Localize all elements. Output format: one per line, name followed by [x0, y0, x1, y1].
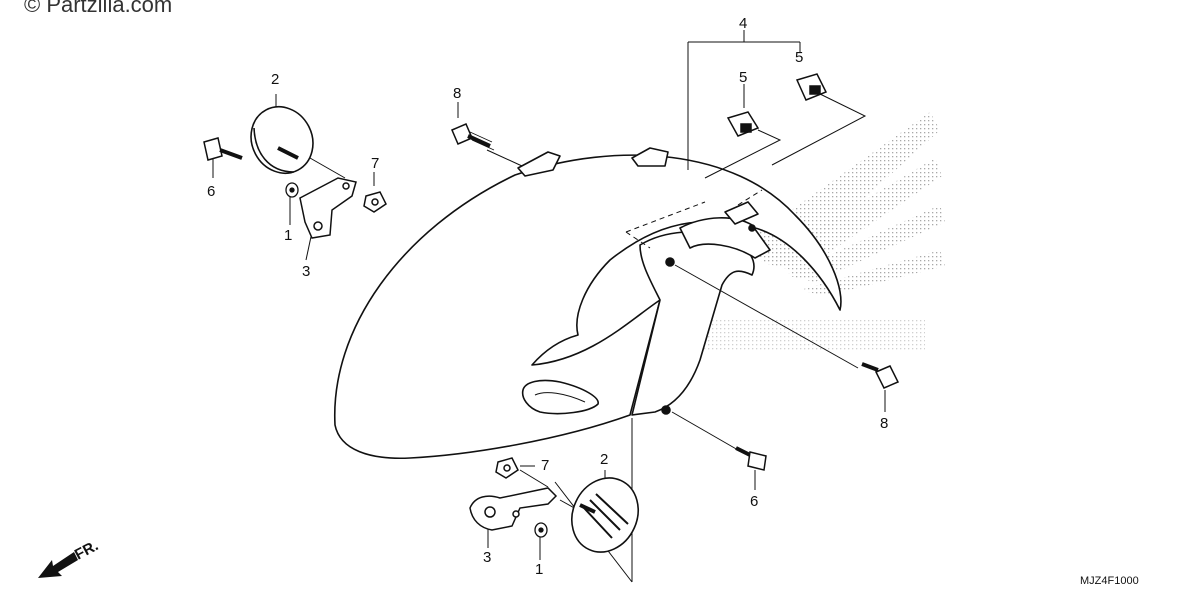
reflector-part-2-right: [571, 477, 639, 553]
callout-2-left: 2: [271, 71, 279, 88]
callout-1-right: 1: [535, 561, 543, 578]
washer-part-1-right: [534, 522, 548, 538]
drawing-code: MJZ4F1000: [1080, 575, 1139, 587]
callout-8-right: 8: [880, 415, 888, 432]
bolt-part-8-right: [861, 362, 900, 389]
bolt-part-6-right: [735, 446, 767, 471]
callout-1-left: 1: [284, 227, 292, 244]
callout-2-right: 2: [600, 451, 608, 468]
clip-nut-part-5-left: [726, 111, 760, 137]
bracket-part-3-right: [469, 487, 558, 531]
callout-numbers: 4 5 5 8 8 6 2 6 7 1 3 7 2 3 1: [207, 15, 888, 578]
bracket-part-3-left: [299, 177, 357, 239]
nut-part-7-left: [363, 191, 387, 213]
washer-part-1-left: [285, 182, 299, 198]
callout-4: 4: [739, 15, 747, 32]
front-fender: [334, 147, 842, 460]
callout-bracket-4: [687, 30, 801, 170]
bolt-part-8-top: [451, 123, 495, 151]
front-direction-arrow-icon: [38, 552, 78, 578]
callout-8-top: 8: [453, 85, 461, 102]
reflector-part-2-left: [250, 106, 314, 174]
copyright-text: © Partzilla.com: [24, 0, 173, 17]
callout-5-left: 5: [739, 69, 747, 86]
callout-5-right: 5: [795, 49, 803, 66]
nut-part-7-right: [495, 457, 519, 479]
clip-nut-part-5-right: [795, 73, 828, 101]
callout-3-left: 3: [302, 263, 310, 280]
bolt-part-6-left: [203, 137, 243, 161]
callout-7-left: 7: [371, 155, 379, 172]
callout-3-right: 3: [483, 549, 491, 566]
callout-6-right: 6: [750, 493, 758, 510]
callout-6-left: 6: [207, 183, 215, 200]
callout-7-right: 7: [541, 457, 549, 474]
dashed-guides: [625, 189, 763, 249]
